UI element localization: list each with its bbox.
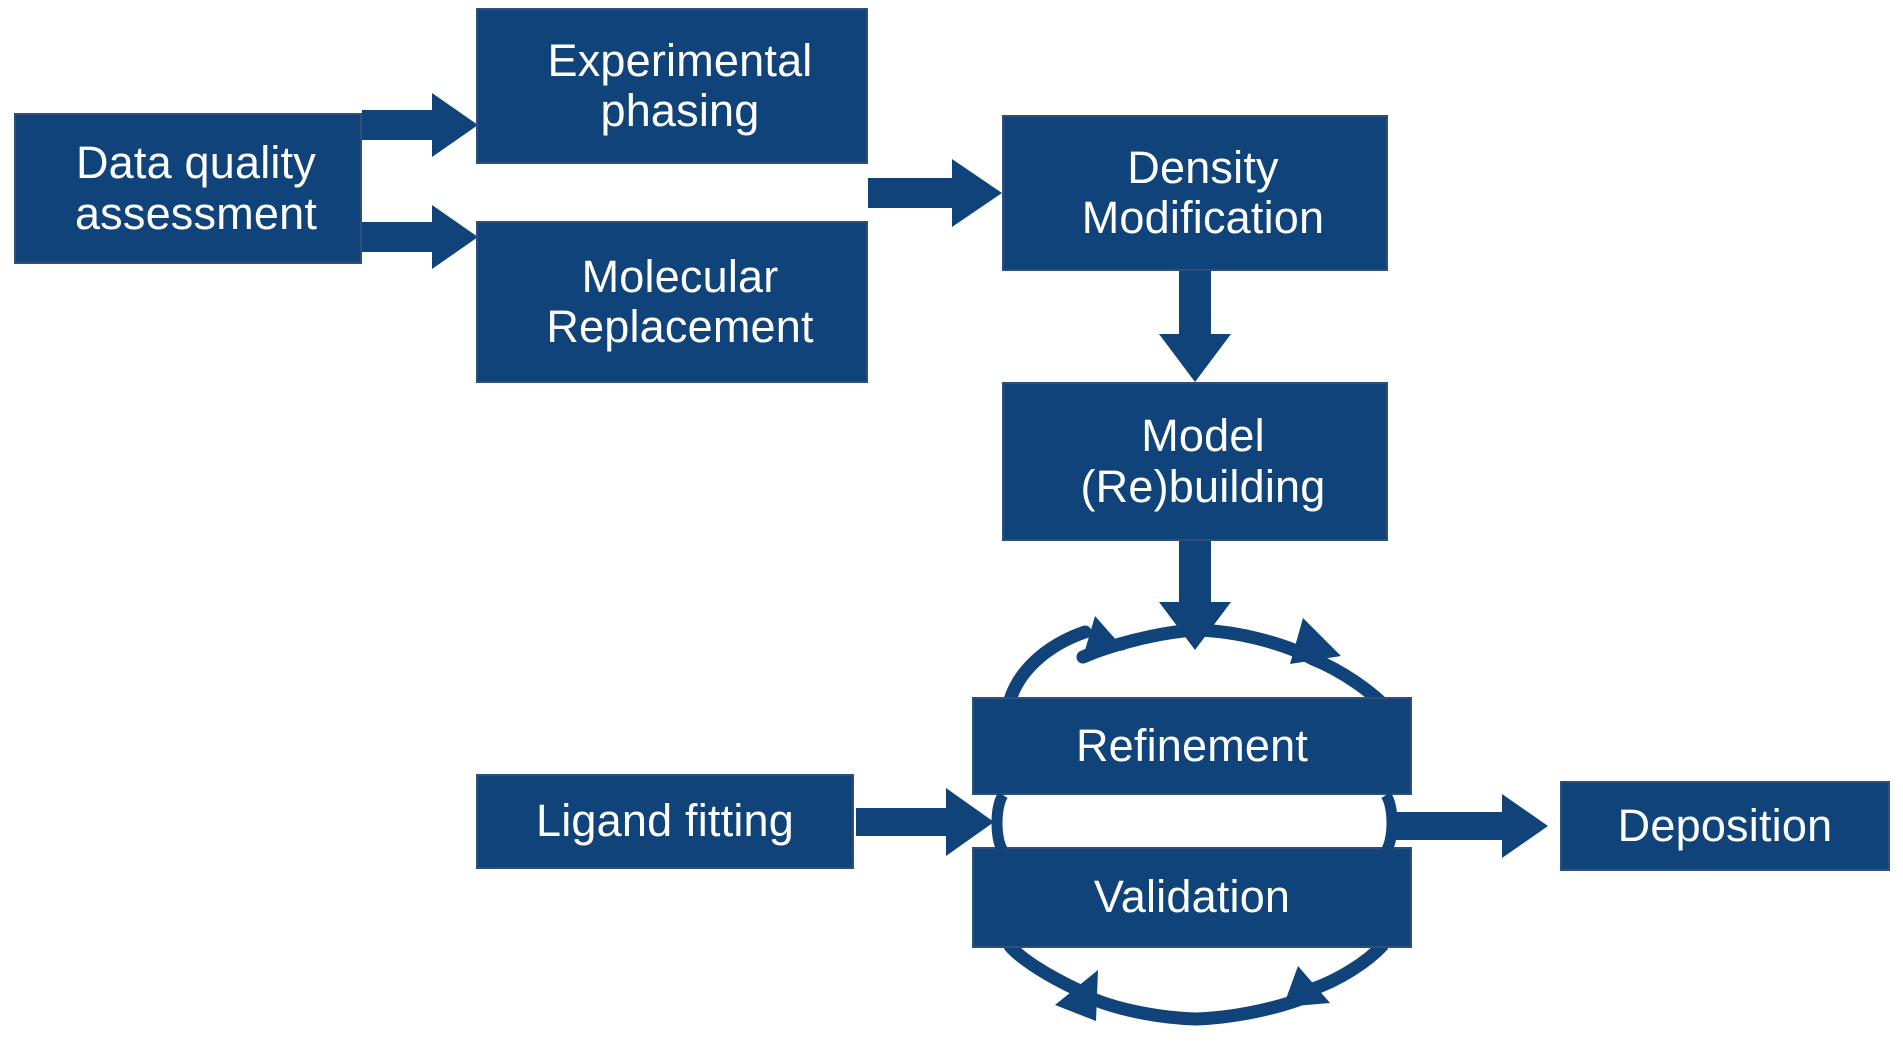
arrow-ligand-to-cycle	[856, 788, 994, 856]
node-label: Model(Re)building	[1004, 410, 1386, 512]
arrow-model-to-cycle	[1159, 541, 1231, 650]
node-model-rebuilding[interactable]: Model(Re)building	[1002, 382, 1388, 541]
node-label: Ligand fitting	[536, 795, 794, 847]
node-ligand-fitting[interactable]: Ligand fitting	[476, 774, 854, 869]
arrow-density-to-model	[1159, 271, 1231, 382]
node-deposition[interactable]: Deposition	[1560, 781, 1890, 871]
cycle-arc-bottom-left	[1003, 939, 1203, 1026]
node-label-line2: Modification	[1081, 192, 1325, 243]
cycle-arc-top-left	[1003, 616, 1203, 707]
arrow-data-quality-to-molecular	[362, 205, 478, 269]
node-label: Refinement	[1075, 719, 1309, 771]
node-label: Validation	[1093, 871, 1291, 923]
cycle-arc-top-right	[1189, 618, 1389, 710]
cycle-arc-bottom-right	[1189, 939, 1389, 1026]
node-validation[interactable]: Validation	[972, 847, 1412, 948]
node-label-line1: Density	[1127, 141, 1279, 193]
arrow-cycle-to-deposition	[1394, 794, 1548, 858]
node-label-line1: Experimental	[547, 34, 813, 86]
node-label-line2: phasing	[600, 85, 760, 136]
node-label-line2: assessment	[74, 187, 318, 239]
node-label-line1: Molecular	[581, 250, 779, 302]
node-label: Deposition	[1617, 799, 1833, 851]
node-refinement[interactable]: Refinement	[972, 697, 1412, 795]
arrow-phasing-to-density	[868, 159, 1002, 227]
node-label-line1: Model	[1141, 410, 1265, 462]
node-label-line2: Replacement	[546, 301, 814, 352]
node-label-line2: (Re)building	[1080, 460, 1326, 512]
arrow-data-quality-to-experimental	[362, 93, 478, 157]
node-label-line1: Data quality	[75, 137, 317, 189]
